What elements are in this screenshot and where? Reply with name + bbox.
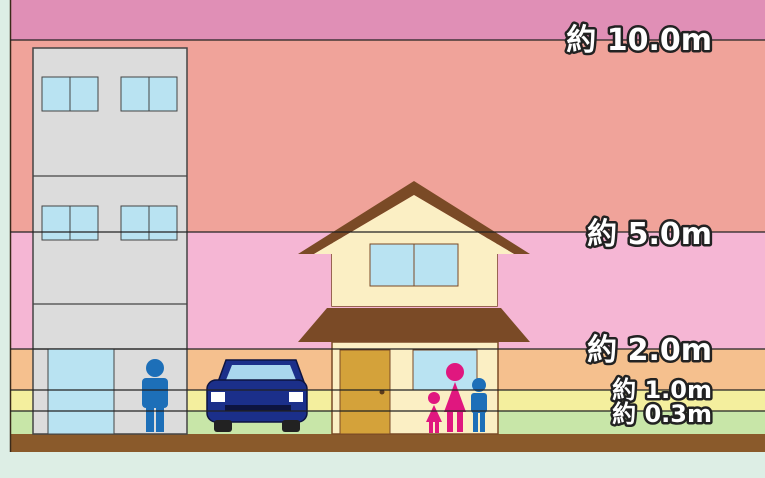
building-window [120,205,178,241]
house-eave [298,308,530,342]
zone-above-10m [10,0,765,40]
house [298,181,530,435]
adult-figure [142,359,168,432]
apartment-building [32,47,188,435]
depth-label-2m: 約 2.0m [587,333,712,368]
depth-label-5m: 約 5.0m [587,217,712,252]
depth-label-10m: 約 10.0m [566,23,712,58]
building-window [41,76,99,112]
depth-label-03m: 約 0.3m [612,400,712,428]
building-window [41,205,99,241]
building-entrance [47,348,115,435]
car [206,359,308,432]
house-lower-window [412,349,478,391]
building-window [120,76,178,112]
family-figures [426,363,487,433]
ground [10,434,765,452]
depth-label-1m: 約 1.0m [612,376,712,404]
